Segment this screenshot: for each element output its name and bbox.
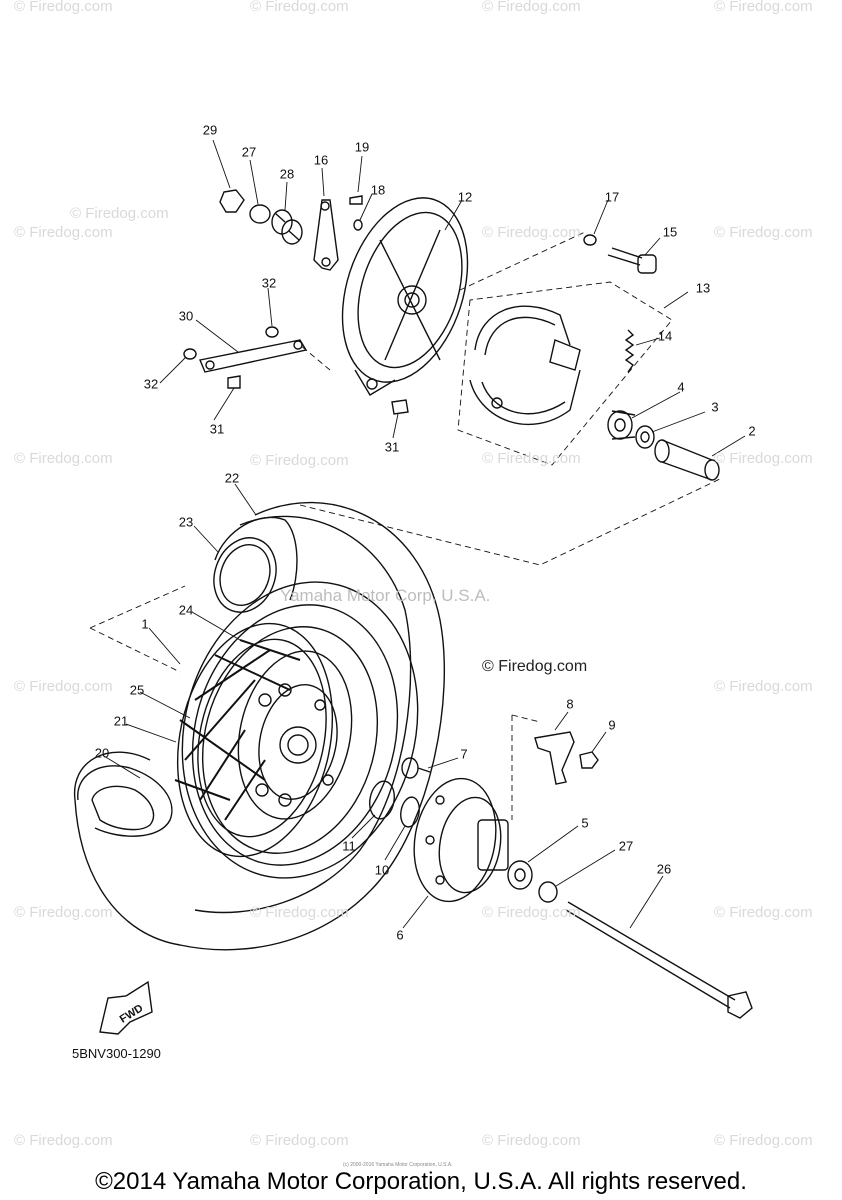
tire-cutaway-bottom <box>77 765 173 837</box>
callout-5: 5 <box>581 815 589 831</box>
firedog-label: © Firedog.com <box>482 658 588 675</box>
wheel-rim <box>176 622 353 858</box>
nut-29 <box>219 189 245 213</box>
watermark: © Firedog.com <box>714 678 813 695</box>
callout-10: 10 <box>374 862 390 878</box>
callout-27: 27 <box>618 838 634 854</box>
o-ring-11 <box>369 780 395 820</box>
nut-9 <box>579 751 599 769</box>
bolt-31-right <box>391 399 409 415</box>
collar-28 <box>271 209 303 245</box>
callout-9: 9 <box>608 717 616 733</box>
wheel-spokes <box>174 639 301 821</box>
watermark: © Firedog.com <box>250 1132 349 1149</box>
watermark: © Firedog.com <box>14 678 113 695</box>
brake-spring <box>624 329 635 373</box>
washer-27-lower <box>538 881 558 903</box>
watermark: © Firedog.com <box>70 205 169 222</box>
callout-25: 25 <box>129 682 145 698</box>
nut-32-lower <box>183 348 197 360</box>
watermark: © Firedog.com <box>250 0 349 15</box>
watermark: © Firedog.com <box>14 904 113 921</box>
callout-23: 23 <box>178 514 194 530</box>
bolt-31-left <box>227 375 241 389</box>
callout-11: 11 <box>342 838 356 854</box>
watermark: © Firedog.com <box>714 450 813 467</box>
callout-20: 20 <box>94 745 110 761</box>
spacer-collar-2 <box>654 439 720 481</box>
camshaft-15 <box>607 247 657 274</box>
clutch-hub <box>413 777 509 903</box>
wheel-axle-26 <box>565 901 753 1019</box>
callout-2: 2 <box>748 423 756 439</box>
watermark: © Firedog.com <box>482 1132 581 1149</box>
callout-31: 31 <box>384 439 400 455</box>
tension-bar-30 <box>199 339 308 373</box>
nut-32-upper <box>265 326 279 338</box>
watermark: © Firedog.com <box>714 904 813 921</box>
bolt-19 <box>349 195 363 205</box>
callout-29: 29 <box>202 122 218 138</box>
copyright-footer: ©2014 Yamaha Motor Corporation, U.S.A. A… <box>95 1168 747 1195</box>
callout-1: 1 <box>141 616 149 632</box>
circlip-18 <box>353 219 363 231</box>
watermark: © Firedog.com <box>250 452 349 469</box>
callout-7: 7 <box>460 746 468 762</box>
callout-13: 13 <box>695 280 711 296</box>
callout-17: 17 <box>604 189 620 205</box>
damper-7 <box>401 757 431 779</box>
tire-cutaway-top <box>213 516 298 613</box>
washer-17 <box>583 234 597 246</box>
callout-24: 24 <box>178 602 194 618</box>
callout-12: 12 <box>457 189 473 205</box>
watermark: © Firedog.com <box>482 904 581 921</box>
center-watermark: Yamaha Motor Corp, U.S.A. <box>280 586 491 605</box>
callout-31: 31 <box>209 421 225 437</box>
o-ring-10 <box>400 796 420 828</box>
watermark: © Firedog.com <box>714 1132 813 1149</box>
callout-4: 4 <box>677 379 685 395</box>
callout-19: 19 <box>354 139 370 155</box>
callout-32: 32 <box>143 376 159 392</box>
watermark: © Firedog.com <box>482 0 581 15</box>
callout-16: 16 <box>313 152 329 168</box>
cam-lever-16 <box>313 199 339 271</box>
washer-27-upper <box>249 204 271 224</box>
callout-15: 15 <box>662 224 678 240</box>
watermark: © Firedog.com <box>250 904 349 921</box>
callout-26: 26 <box>656 861 672 877</box>
callout-3: 3 <box>711 399 719 415</box>
watermark: © Firedog.com <box>14 450 113 467</box>
callout-8: 8 <box>566 696 574 712</box>
plate-8 <box>534 731 575 785</box>
tiny-copyright: (c) 2000-2016 Yamaha Motor Corporation, … <box>343 1162 453 1168</box>
watermark: © Firedog.com <box>14 224 113 241</box>
callout-30: 30 <box>178 308 194 324</box>
watermark: © Firedog.com <box>714 224 813 241</box>
bearing-4 <box>607 410 636 440</box>
watermark: © Firedog.com <box>14 1132 113 1149</box>
diagram-code: 5BNV300-1290 <box>72 1046 161 1061</box>
callout-27: 27 <box>241 144 257 160</box>
callout-28: 28 <box>279 166 295 182</box>
watermark: © Firedog.com <box>14 0 113 15</box>
bearing-5 <box>507 860 533 890</box>
callout-14: 14 <box>657 328 673 344</box>
callout-21: 21 <box>113 713 129 729</box>
brake-plate <box>341 197 469 396</box>
callout-6: 6 <box>396 927 404 943</box>
fwd-arrow <box>99 980 153 1035</box>
watermark: © Firedog.com <box>482 224 581 241</box>
oil-seal-3 <box>635 425 655 449</box>
callout-32: 32 <box>261 275 277 291</box>
watermark: © Firedog.com <box>714 0 813 15</box>
callout-18: 18 <box>370 182 386 198</box>
watermark: © Firedog.com <box>482 450 581 467</box>
brake-shoes <box>469 305 581 426</box>
callout-22: 22 <box>224 470 240 486</box>
